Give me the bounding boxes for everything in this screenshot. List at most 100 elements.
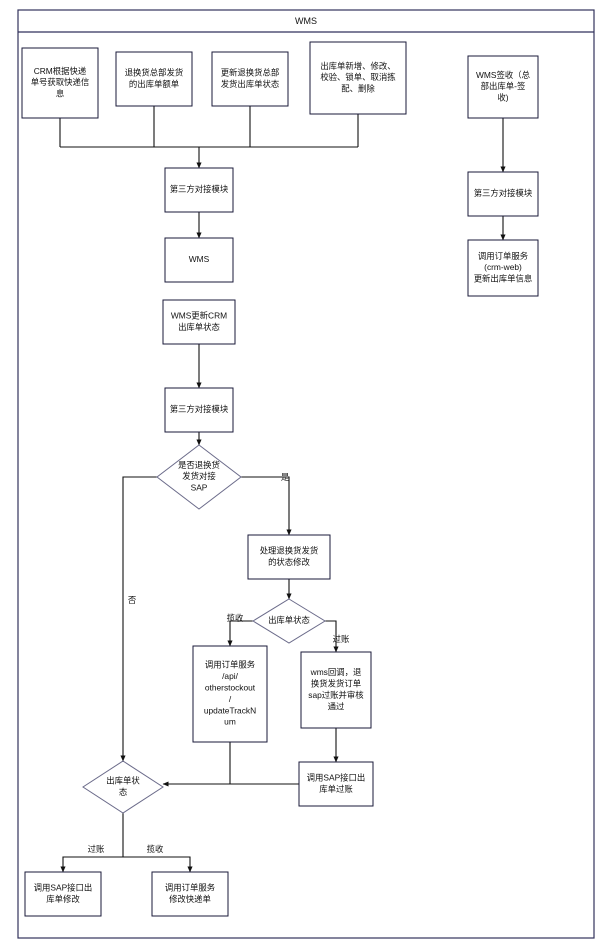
node-label-line: 退换货总部发货	[125, 68, 184, 78]
node-label-line: WMS签收（总	[476, 70, 531, 80]
node-shape-rect	[300, 651, 372, 729]
flow-edge-e17	[163, 742, 231, 785]
node-label-line: /	[229, 694, 232, 704]
node-group: CRM根据快递单号获取快递信息退换货总部发货的出库单额单更新退换货总部发货出库单…	[21, 41, 539, 917]
node-label-line: (crm-web)	[484, 262, 522, 272]
node-label-line: /api/	[222, 671, 239, 681]
node-shape-diamond	[252, 598, 326, 644]
wms-container-title: WMS	[295, 16, 317, 26]
node-shape-rect	[211, 51, 289, 107]
node-shape-rect	[21, 47, 99, 119]
edge-label-lbl-lanshou-1: 揽收	[227, 613, 244, 623]
node-label-line: 部出库单-签	[481, 81, 526, 91]
node-label-line: 通过	[328, 701, 345, 711]
node-label-line: 调用SAP接口出	[307, 773, 366, 783]
node-label-line: 的状态修改	[268, 557, 310, 567]
node-label-line: wms回调，退	[310, 667, 362, 677]
node-label-line: 出库单新增、修改、	[320, 61, 395, 71]
node-label-line: 第三方对接模块	[170, 404, 229, 414]
flow-edge-e19	[123, 856, 193, 873]
node-label-line: 第三方对接模块	[170, 184, 229, 194]
node-label-line: 更新退换货总部	[221, 68, 280, 78]
flow-node-n12[interactable]: 出库单状态	[252, 598, 326, 644]
node-label-line: 是否退换货	[178, 460, 220, 470]
node-label-line: 的出库单额单	[129, 79, 179, 89]
edge-label-lbl-lanshou-2: 揽收	[147, 844, 164, 854]
node-shape-rect	[164, 387, 234, 433]
node-label-line: 出库单状态	[178, 322, 220, 332]
node-label-line: sap过账并审核	[308, 690, 364, 700]
node-label-line: CRM根据快递	[34, 66, 87, 76]
node-label-line: otherstockout	[205, 683, 256, 693]
node-shape-rect	[192, 645, 268, 743]
edge-label-lbl-guozhang-2: 过账	[88, 844, 105, 854]
node-label-line: 调用订单服务	[165, 883, 216, 893]
node-label-line: WMS	[189, 254, 210, 264]
node-label-line: 态	[119, 787, 128, 797]
node-label-line: 库单修改	[46, 894, 80, 904]
flow-edge-e11	[120, 476, 157, 762]
node-label-line: 处理退换货发货	[260, 546, 319, 556]
node-label-line: 第三方对接模块	[474, 188, 533, 198]
flow-edge-e18	[60, 813, 124, 873]
node-label-line: 发货对接	[182, 471, 216, 481]
flow-node-n7[interactable]: WMS	[164, 237, 234, 283]
node-shape-rect	[115, 51, 193, 107]
node-label-line: WMS更新CRM	[171, 311, 227, 321]
flow-edge-e10	[241, 476, 292, 536]
node-shape-rect	[467, 55, 539, 119]
node-shape-rect	[298, 761, 374, 807]
flow-node-n19[interactable]: 第三方对接模块	[467, 171, 539, 217]
node-shape-rect	[467, 171, 539, 217]
node-label-line: 出库单状	[106, 776, 140, 786]
edge-label-group: 是否揽收过账过账揽收	[88, 472, 350, 854]
edge-group	[59, 106, 506, 873]
node-label-line: 单号获取快递信	[31, 77, 90, 87]
node-shape-rect	[309, 41, 407, 115]
node-label-line: 调用订单服务	[478, 251, 529, 261]
flow-node-n6[interactable]: 第三方对接模块	[164, 167, 234, 213]
node-label-line: 配、删除	[341, 84, 375, 94]
flow-edge-e14	[325, 620, 339, 653]
edge-label-lbl-guozhang-1: 过账	[333, 634, 350, 644]
node-label-line: 调用订单服务	[205, 660, 256, 670]
flow-edge-e13	[227, 620, 253, 647]
node-label-line: 出库单状态	[268, 615, 310, 625]
node-shape-rect	[162, 299, 236, 345]
node-label-line: 更新出库单信息	[474, 274, 533, 284]
node-shape-rect	[151, 871, 229, 917]
node-shape-rect	[164, 237, 234, 283]
node-shape-rect	[247, 534, 331, 580]
flow-node-n16[interactable]: 出库单状态	[82, 760, 164, 814]
flow-node-n20[interactable]: 调用订单服务(crm-web) 更新出库单信息	[467, 239, 539, 297]
node-label-line: 修改快递单	[169, 894, 211, 904]
node-shape-diamond	[82, 760, 164, 814]
node-label-line: 校验、锁单、取消拣	[320, 72, 396, 82]
node-label-line: 调用SAP接口出	[34, 883, 93, 893]
node-label-line: 库单过账	[319, 784, 353, 794]
node-label-line: um	[224, 717, 236, 727]
node-shape-rect	[164, 167, 234, 213]
edge-label-lbl-shi: 是	[281, 472, 290, 482]
node-shape-rect	[24, 871, 102, 917]
flow-node-n9[interactable]: 第三方对接模块	[164, 387, 234, 433]
node-label-line: SAP	[191, 483, 208, 493]
node-label-line: 换货发货订单	[311, 679, 361, 689]
node-label-line: 收)	[497, 93, 508, 103]
node-label-line: 发货出库单状态	[221, 79, 280, 89]
edge-label-lbl-fou: 否	[128, 595, 137, 605]
